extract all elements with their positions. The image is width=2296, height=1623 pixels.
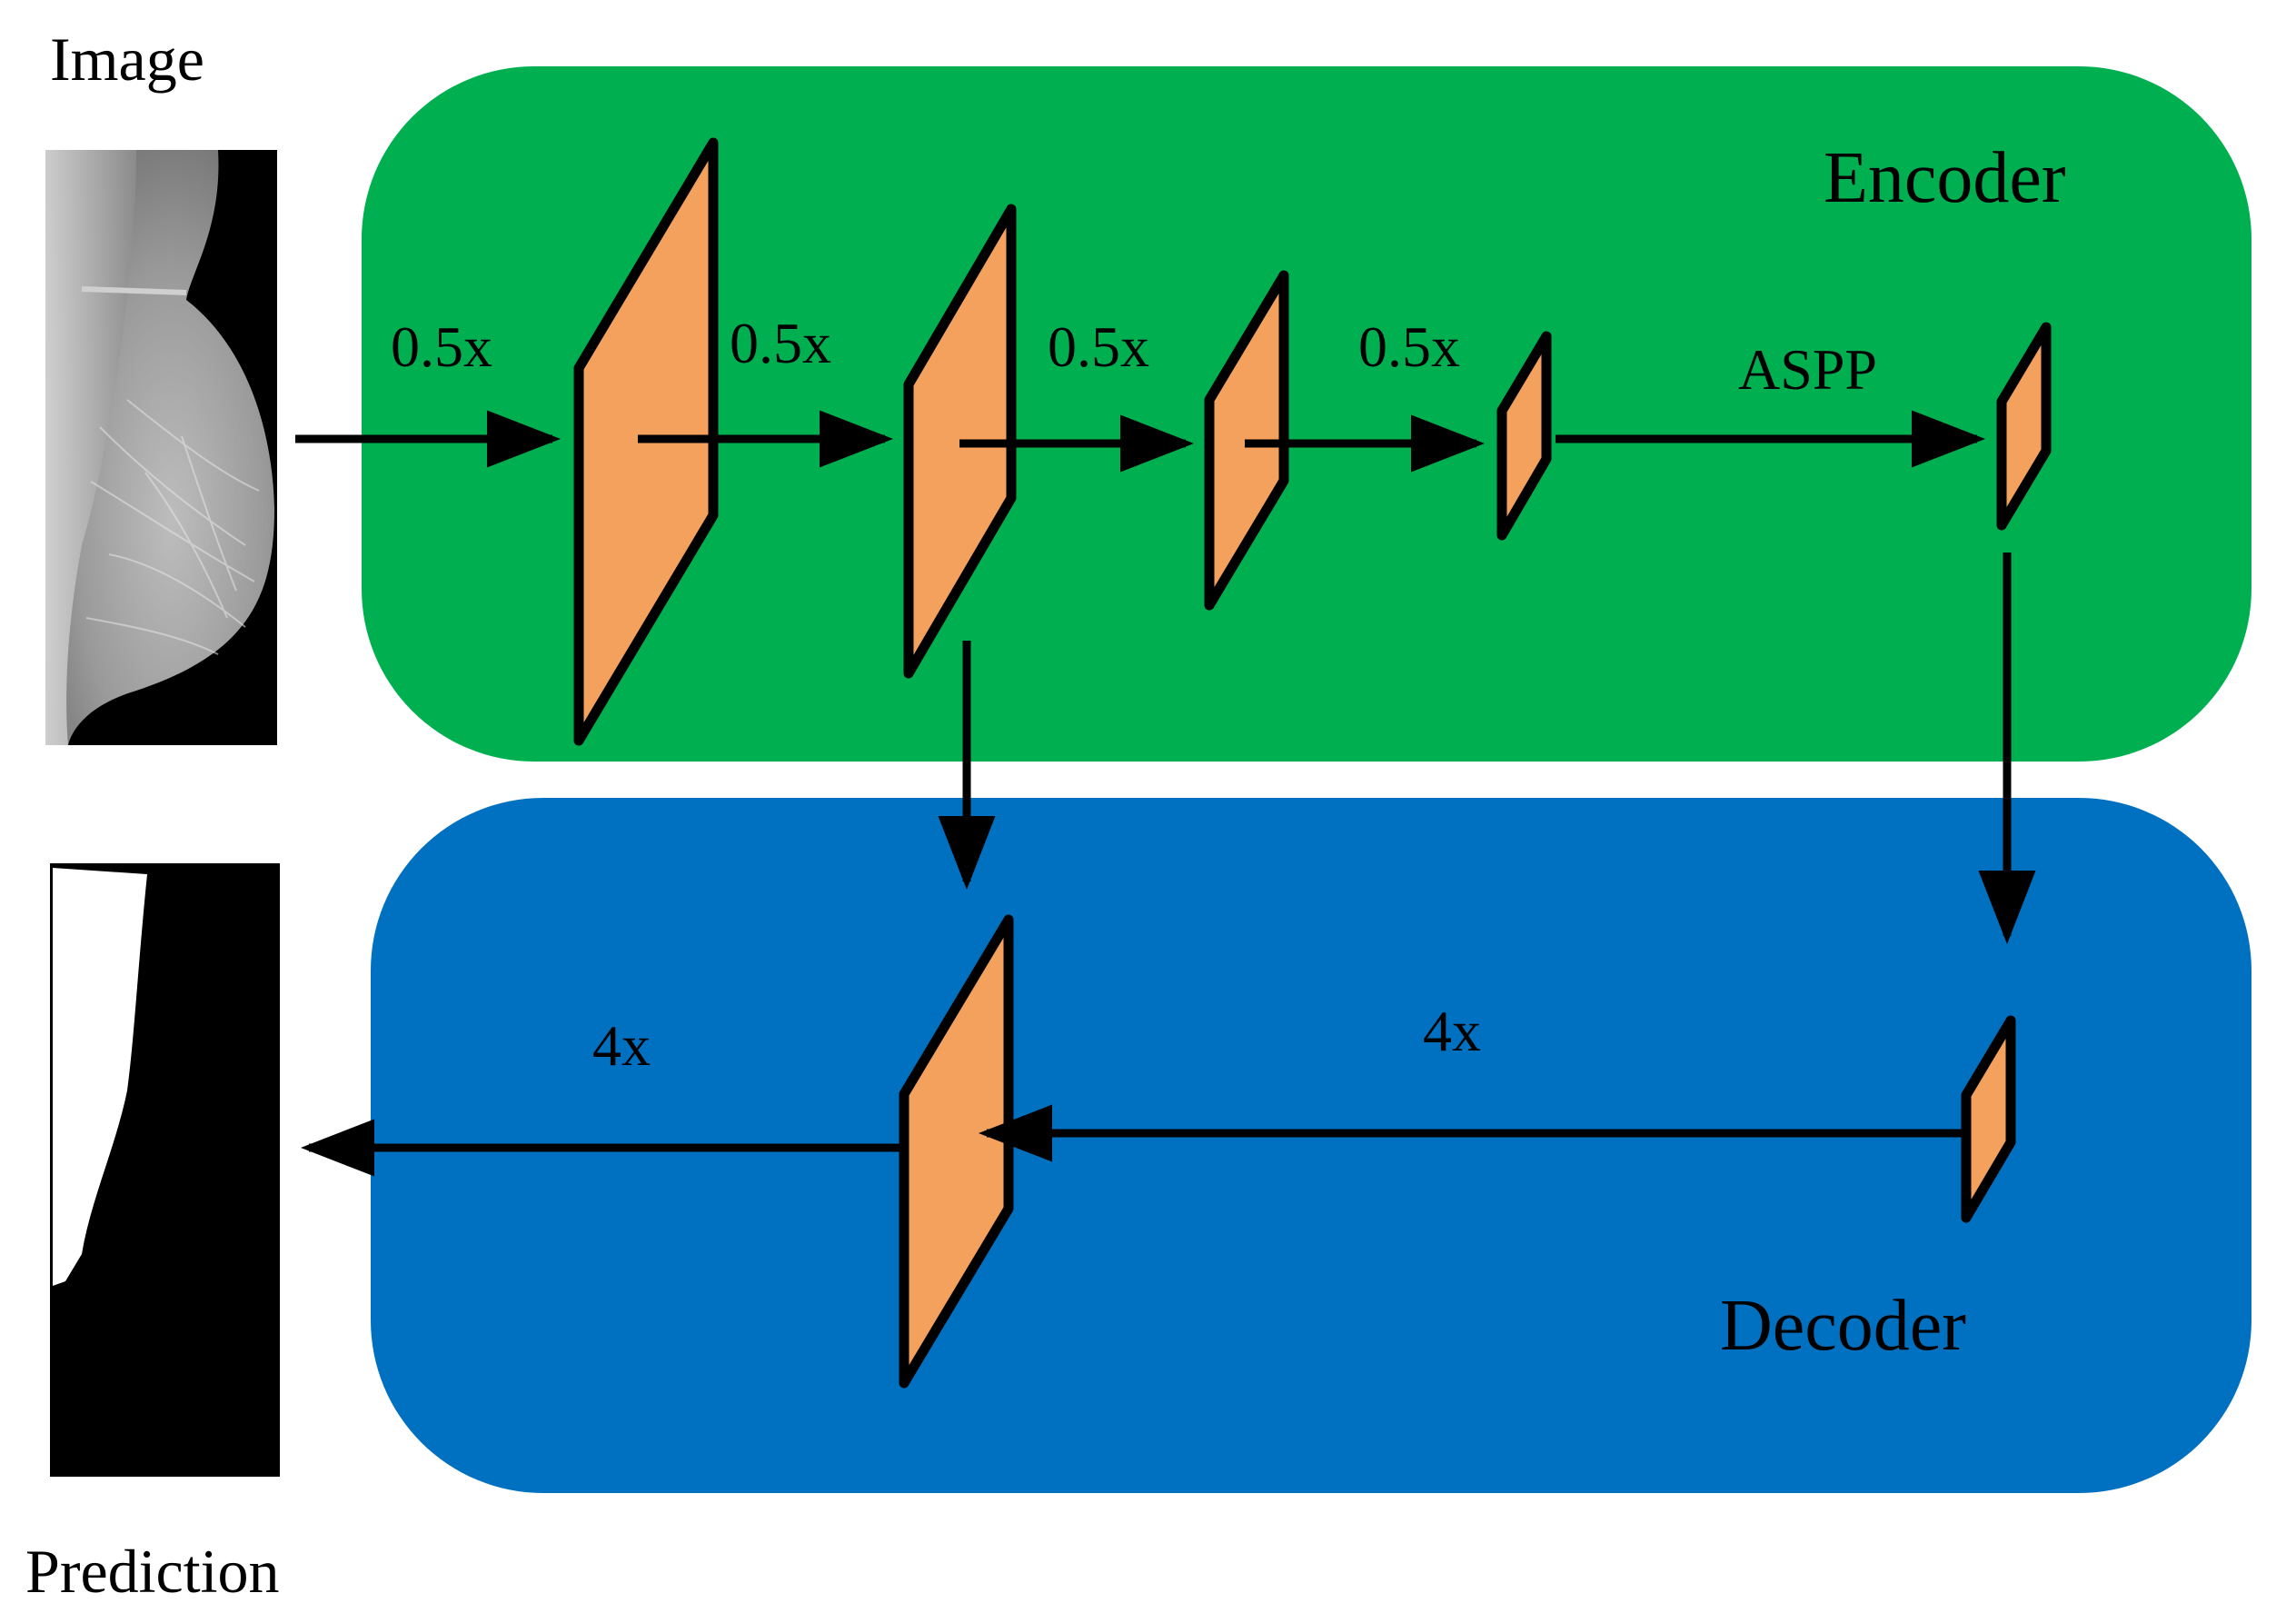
- decoder-feature-map-1: [899, 914, 1014, 1389]
- encoder-panel: [362, 66, 2251, 762]
- aspp-feature-map: [1996, 322, 2052, 531]
- arrows: [295, 410, 2036, 1177]
- prediction-mask: [50, 863, 280, 1477]
- input-image: [45, 150, 277, 745]
- prediction-label: Prediction: [25, 1537, 280, 1606]
- decoder-feature-map-2: [1961, 1015, 2016, 1223]
- downsample-label-1: 0.5x: [391, 314, 492, 379]
- decoder-label: Decoder: [1720, 1286, 1966, 1366]
- encoder-feature-map-4: [1496, 331, 1552, 541]
- upsample-label-2: 4x: [1423, 999, 1481, 1063]
- aspp-label: ASPP: [1738, 337, 1877, 402]
- downsample-label-2: 0.5x: [730, 311, 831, 375]
- encoder-label: Encoder: [1824, 138, 2066, 218]
- decoder-panel: [371, 798, 2251, 1493]
- downsample-label-3: 0.5x: [1048, 314, 1149, 379]
- image-label: Image: [50, 25, 204, 94]
- downsample-label-4: 0.5x: [1358, 314, 1460, 379]
- upsample-label-1: 4x: [592, 1013, 651, 1078]
